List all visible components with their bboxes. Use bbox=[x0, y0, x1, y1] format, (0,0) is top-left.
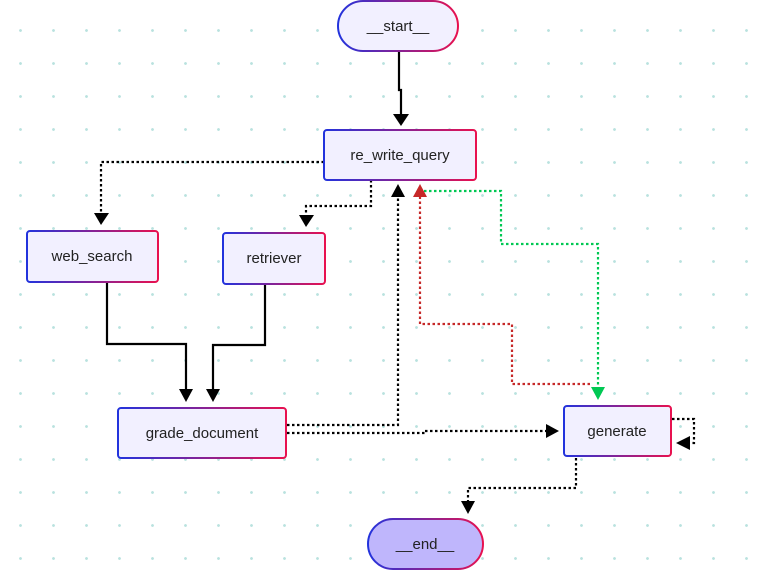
node-label: web_search bbox=[51, 248, 133, 265]
node-grade-document[interactable]: grade_document bbox=[117, 407, 287, 459]
edge-re-write-query-to-web-search bbox=[99, 160, 324, 214]
arrowhead-icon bbox=[179, 389, 193, 402]
arrowhead-icon bbox=[546, 424, 559, 438]
edge-re-write-query-to-generate bbox=[424, 189, 600, 388]
arrowhead-icon bbox=[393, 114, 409, 126]
arrowhead-icon bbox=[391, 184, 405, 197]
node-label: generate bbox=[587, 423, 646, 440]
edge-generate-to-re-write-query bbox=[418, 196, 590, 386]
edge-generate-to-end bbox=[466, 458, 578, 502]
arrowhead-icon bbox=[94, 213, 109, 225]
node-retriever[interactable]: retriever bbox=[222, 232, 326, 285]
edges bbox=[94, 52, 696, 514]
arrowhead-icon bbox=[299, 215, 314, 227]
arrowhead-icon bbox=[413, 184, 427, 197]
edge-retriever-to-grade-document bbox=[211, 284, 267, 390]
arrowhead-icon bbox=[461, 501, 475, 514]
edge-start-to-re-write-query bbox=[397, 52, 403, 114]
arrowhead-icon bbox=[206, 389, 220, 402]
arrowhead-icon bbox=[591, 387, 605, 400]
node-end[interactable]: __end__ bbox=[367, 518, 484, 570]
edge-re-write-query-to-retriever bbox=[304, 180, 373, 216]
node-label: retriever bbox=[246, 250, 301, 267]
node-label: grade_document bbox=[146, 425, 259, 442]
edge-grade-document-to-re-write-query bbox=[287, 196, 400, 427]
edge-grade-document-to-generate bbox=[287, 429, 546, 435]
node-web-search[interactable]: web_search bbox=[26, 230, 159, 283]
node-re-write-query[interactable]: re_write_query bbox=[323, 129, 477, 181]
node-label: __end__ bbox=[395, 536, 455, 553]
node-label: re_write_query bbox=[350, 147, 450, 164]
node-label: __start__ bbox=[366, 18, 430, 35]
node-start[interactable]: __start__ bbox=[337, 0, 459, 52]
node-generate[interactable]: generate bbox=[563, 405, 672, 457]
arrowhead-icon bbox=[676, 436, 690, 450]
edge-web-search-to-grade-document bbox=[105, 282, 188, 390]
edge-generate-self-loop bbox=[672, 417, 696, 445]
